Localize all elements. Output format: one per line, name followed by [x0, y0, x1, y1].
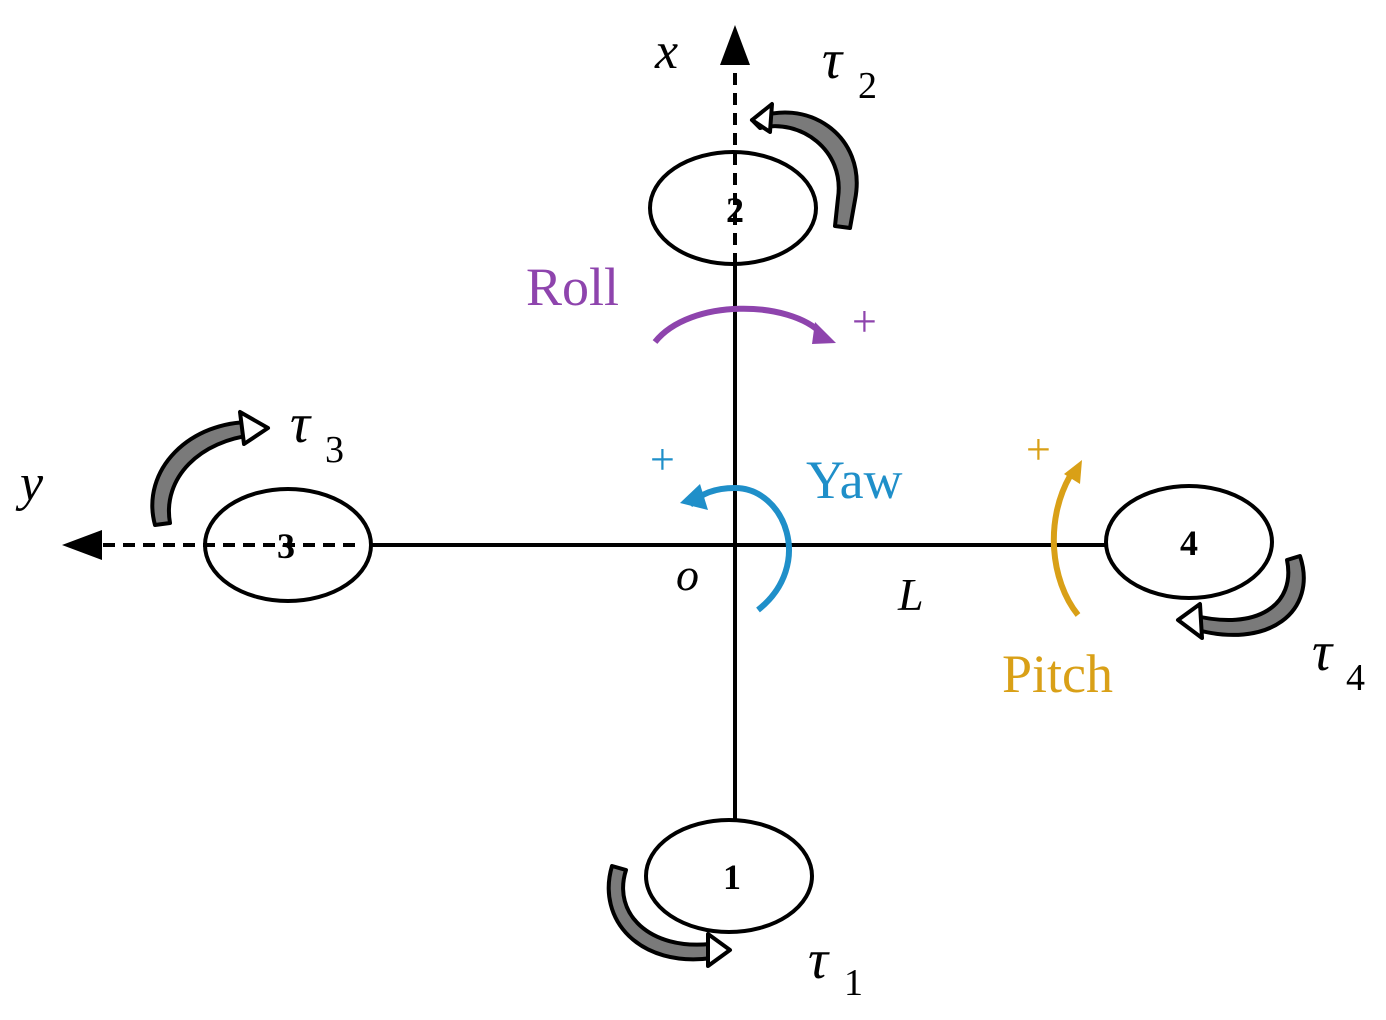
torque-label-3: τ 3 [290, 393, 344, 471]
rotor-3-ellipse [203, 487, 373, 603]
pitch-plus-sign: + [1026, 425, 1051, 474]
torque-label-4: τ 4 [1312, 621, 1365, 699]
roll-plus-sign: + [852, 297, 877, 346]
pitch-label: Pitch [1002, 644, 1113, 704]
pitch-arrow [1050, 460, 1082, 617]
yaw-plus-sign: + [650, 435, 675, 484]
rotor-2-label: 2 [726, 190, 744, 230]
torque-4-subscript: 4 [1346, 657, 1365, 699]
roll-label: Roll [526, 257, 619, 317]
arm-length-label: L [897, 569, 924, 620]
torque-4-symbol: τ [1312, 621, 1334, 683]
torque-1-subscript: 1 [844, 962, 863, 1004]
rotor-1-ellipse [644, 818, 814, 934]
rotor-4-ellipse [1104, 484, 1274, 600]
origin-label: o [676, 549, 699, 600]
torque-2-symbol: τ [822, 29, 844, 91]
roll-arrow [652, 305, 836, 344]
x-axis-label: x [654, 23, 678, 80]
y-axis-label: y [15, 455, 44, 512]
torque-arrow-1 [606, 864, 732, 968]
frame-arms [62, 25, 1105, 820]
torque-label-1: τ 1 [808, 929, 863, 1004]
rotor-4: 4 [1104, 484, 1274, 600]
torque-2-subscript: 2 [858, 65, 877, 107]
rotor-1: 1 [644, 818, 814, 934]
rotor-4-label: 4 [1180, 523, 1198, 563]
torque-label-2: τ 2 [822, 29, 877, 107]
torque-3-subscript: 3 [325, 429, 344, 471]
rotor-3: 3 [203, 487, 373, 603]
rotor-2: 2 [648, 150, 818, 266]
torque-1-symbol: τ [808, 929, 830, 991]
torque-arrow-3 [150, 410, 270, 527]
y-axis-arrowhead [62, 530, 102, 560]
yaw-label: Yaw [806, 450, 903, 510]
torque-arrow-4 [1176, 554, 1306, 640]
yaw-arrow [680, 484, 792, 613]
x-axis-arrowhead [720, 25, 750, 65]
rotor-1-label: 1 [723, 857, 741, 897]
torque-3-symbol: τ [290, 393, 312, 455]
rotor-3-label: 3 [277, 526, 295, 566]
rotor-2-ellipse [648, 150, 818, 266]
torque-arrow-2 [750, 102, 859, 230]
